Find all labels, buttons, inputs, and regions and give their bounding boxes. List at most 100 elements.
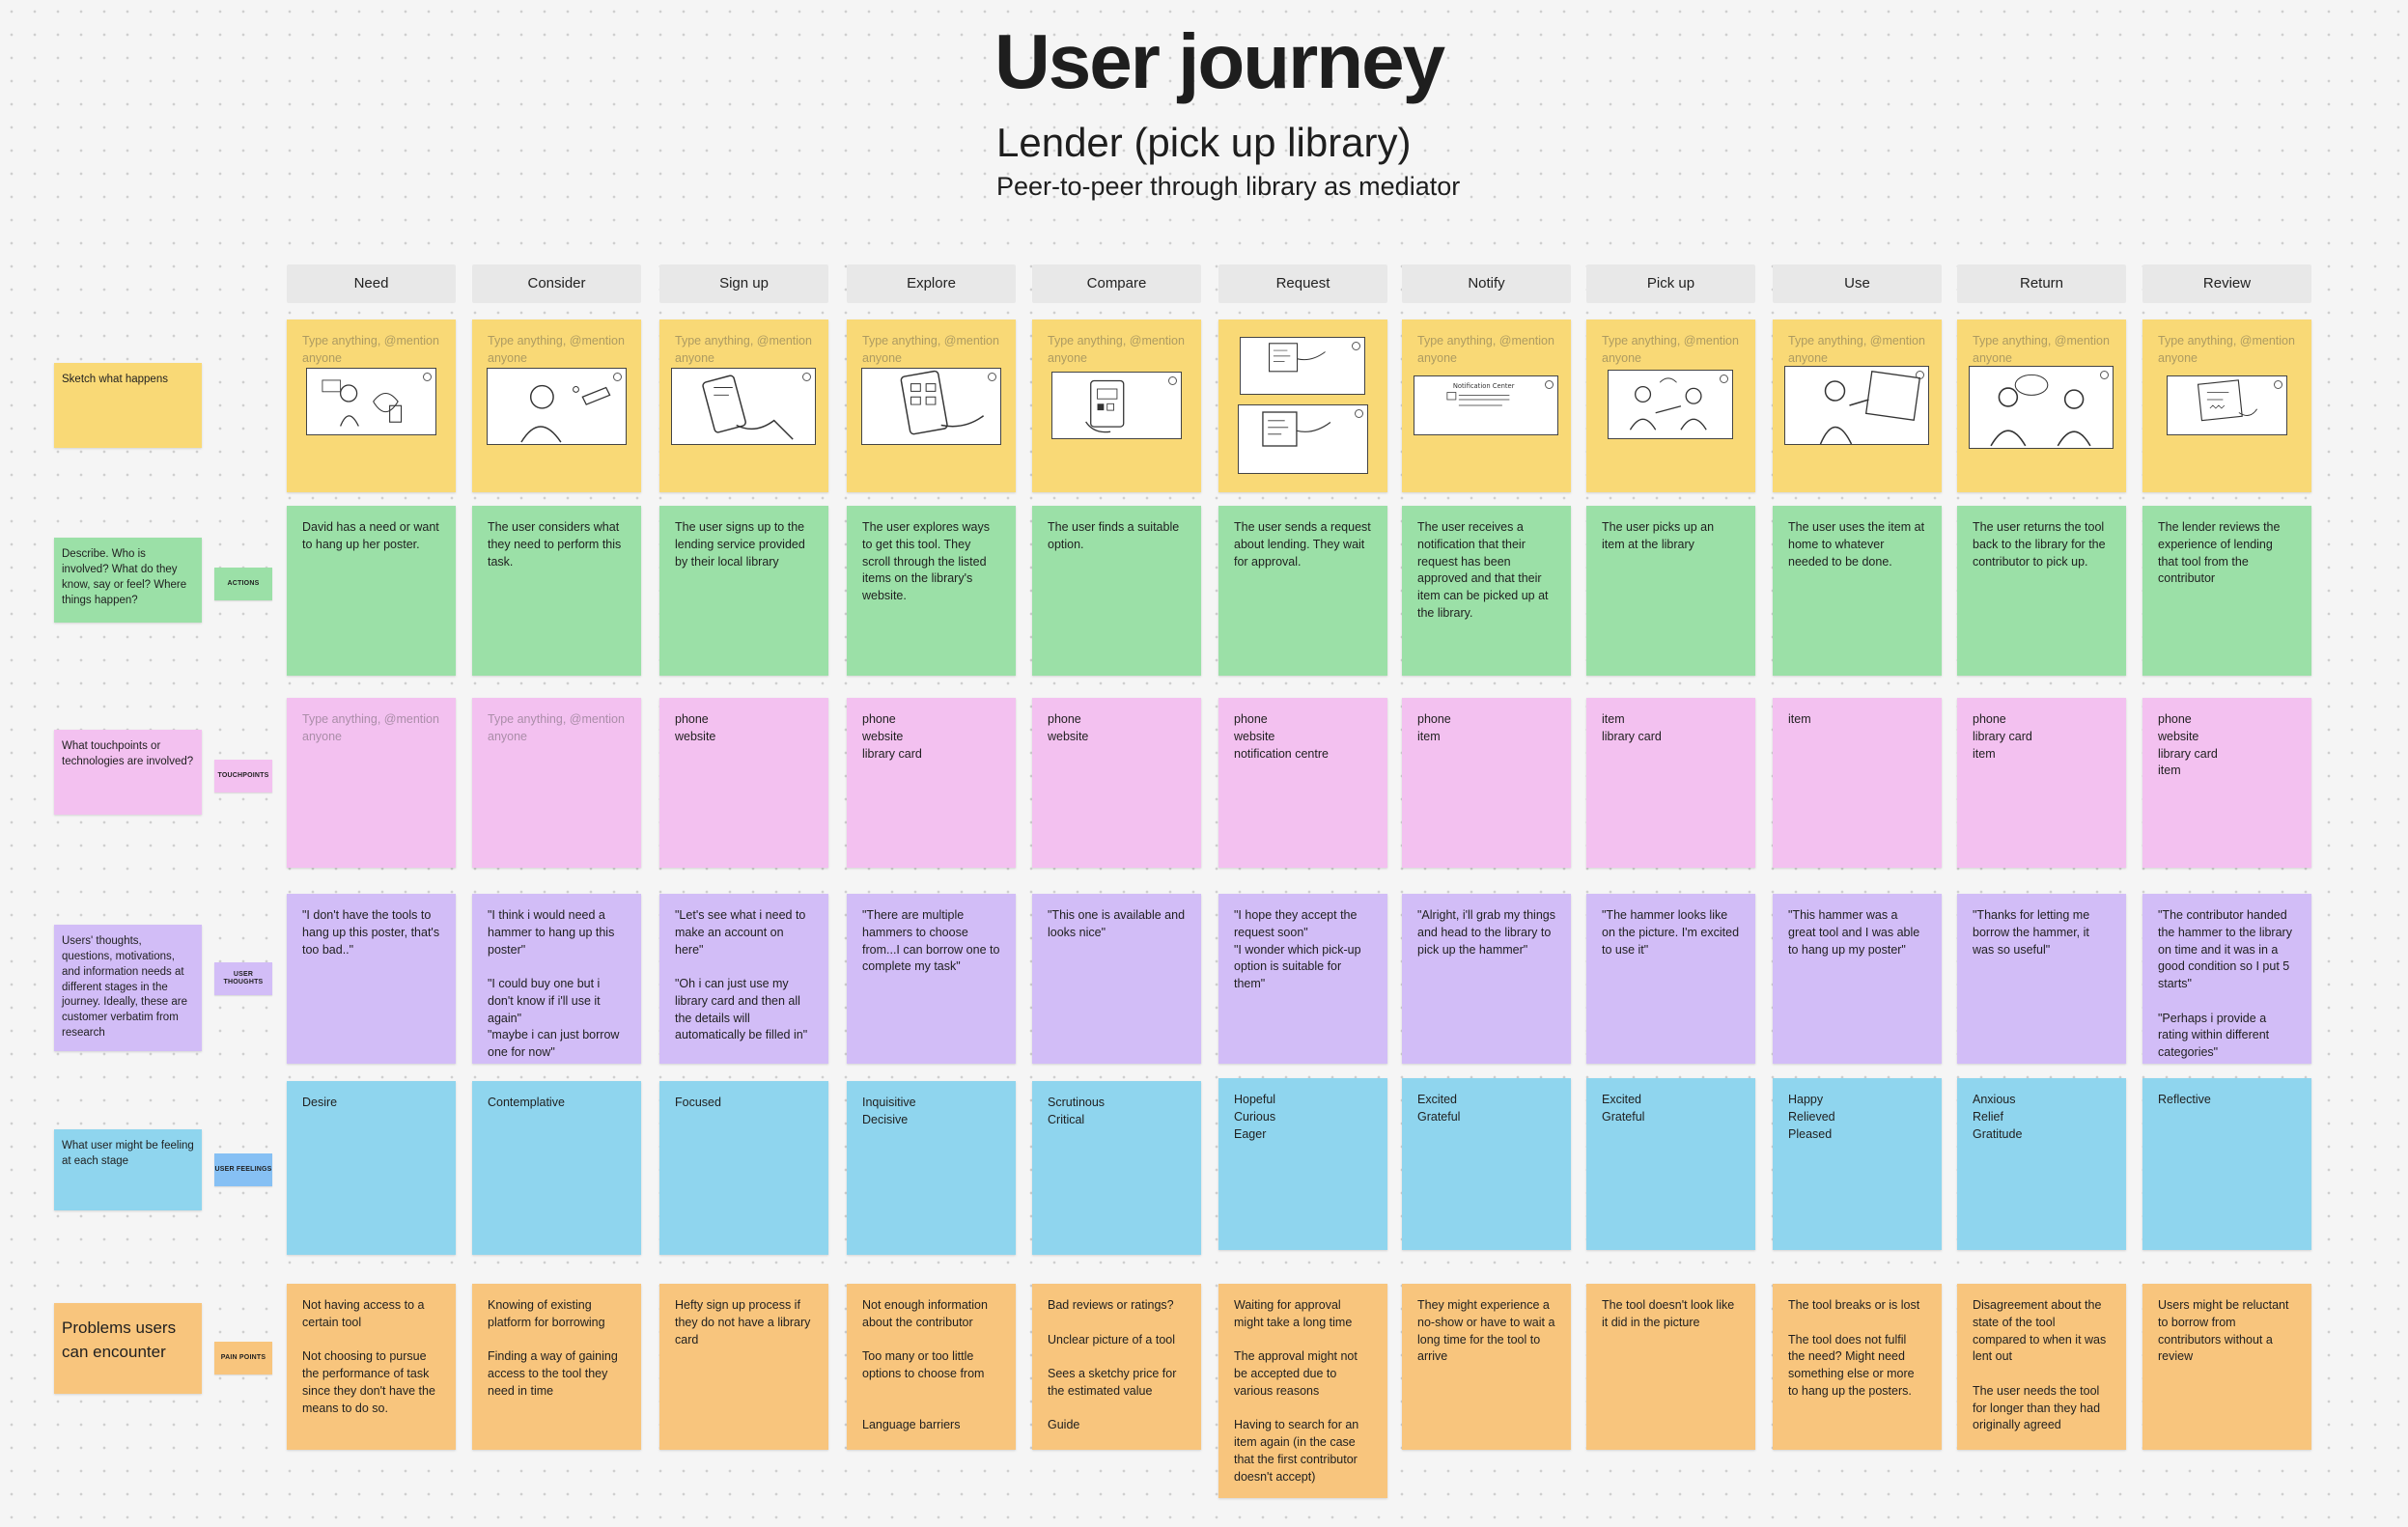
touchpoints-note-use[interactable]: item [1773,698,1942,868]
thoughts-note-compare[interactable]: "This one is available and looks nice" [1032,894,1201,1064]
sketch-note-consider[interactable]: Type anything, @mention anyone [472,319,641,492]
pains-note-explore[interactable]: Not enough information about the contrib… [847,1284,1016,1450]
thoughts-note-use[interactable]: "This hammer was a great tool and I was … [1773,894,1942,1064]
stage-header-need[interactable]: Need [287,264,456,303]
touchpoints-note-compare[interactable]: phone website [1032,698,1201,868]
stage-header-consider[interactable]: Consider [472,264,641,303]
pains-note-use[interactable]: The tool breaks or is lost The tool does… [1773,1284,1942,1450]
pains-note-sign-up[interactable]: Hefty sign up process if they do not hav… [659,1284,828,1450]
row-label-touchpoints[interactable]: What touchpoints or technologies are inv… [54,730,202,815]
actions-note-review[interactable]: The lender reviews the experience of len… [2142,506,2311,676]
pains-note-need[interactable]: Not having access to a certain tool Not … [287,1284,456,1450]
thoughts-note-explore[interactable]: "There are multiple hammers to choose fr… [847,894,1016,1064]
sketch-note-return[interactable]: Type anything, @mention anyone [1957,319,2126,492]
stage-header-return[interactable]: Return [1957,264,2126,303]
add-reaction-icon[interactable] [1720,375,1728,383]
pains-note-return[interactable]: Disagreement about the state of the tool… [1957,1284,2126,1450]
touchpoints-note-notify[interactable]: phone item [1402,698,1571,868]
thoughts-note-return[interactable]: "Thanks for letting me borrow the hammer… [1957,894,2126,1064]
actions-note-request[interactable]: The user sends a request about lending. … [1218,506,1387,676]
sketch-note-sign-up[interactable]: Type anything, @mention anyone [659,319,828,492]
row-label-pains[interactable]: Problems users can encounter [54,1303,202,1394]
row-label-actions[interactable]: Describe. Who is involved? What do they … [54,538,202,623]
feelings-note-compare[interactable]: Scrutinous Critical [1032,1081,1201,1255]
thoughts-note-pick-up[interactable]: "The hammer looks like on the picture. I… [1586,894,1755,1064]
feelings-note-review[interactable]: Reflective [2142,1078,2311,1250]
add-reaction-icon[interactable] [988,373,996,381]
feelings-note-return[interactable]: Anxious Relief Gratitude [1957,1078,2126,1250]
thoughts-note-review[interactable]: "The contributor handed the hammer to th… [2142,894,2311,1064]
row-label-sketch[interactable]: Sketch what happens [54,363,202,448]
pains-note-request[interactable]: Waiting for approval might take a long t… [1218,1284,1387,1498]
stage-header-pick-up[interactable]: Pick up [1586,264,1755,303]
add-reaction-icon[interactable] [1355,409,1363,418]
feelings-note-use[interactable]: Happy Relieved Pleased [1773,1078,1942,1250]
actions-note-return[interactable]: The user returns the tool back to the li… [1957,506,2126,676]
add-reaction-icon[interactable] [1545,380,1554,389]
touchpoints-note-review[interactable]: phone website library card item [2142,698,2311,868]
pains-note-review[interactable]: Users might be reluctant to borrow from … [2142,1284,2311,1450]
row-tag-pains[interactable]: PAIN POINTS [214,1342,272,1374]
feelings-note-need[interactable]: Desire [287,1081,456,1255]
sketch-note-pick-up[interactable]: Type anything, @mention anyone [1586,319,1755,492]
stage-header-notify[interactable]: Notify [1402,264,1571,303]
row-label-thoughts[interactable]: Users' thoughts, questions, motivations,… [54,925,202,1052]
pains-note-consider[interactable]: Knowing of existing platform for borrowi… [472,1284,641,1450]
actions-note-explore[interactable]: The user explores ways to get this tool.… [847,506,1016,676]
thoughts-note-need[interactable]: "I don't have the tools to hang up this … [287,894,456,1064]
feelings-note-explore[interactable]: Inquisitive Decisive [847,1081,1016,1255]
pains-note-compare[interactable]: Bad reviews or ratings? Unclear picture … [1032,1284,1201,1450]
actions-note-sign-up[interactable]: The user signs up to the lending service… [659,506,828,676]
sketch-note-need[interactable]: Type anything, @mention anyone [287,319,456,492]
sketch-note-request[interactable] [1218,319,1387,492]
stage-header-use[interactable]: Use [1773,264,1942,303]
sketch-note-compare[interactable]: Type anything, @mention anyone [1032,319,1201,492]
sketch-note-explore[interactable]: Type anything, @mention anyone [847,319,1016,492]
pains-note-notify[interactable]: They might experience a no-show or have … [1402,1284,1571,1450]
add-reaction-icon[interactable] [423,373,432,381]
stage-header-sign-up[interactable]: Sign up [659,264,828,303]
touchpoints-note-request[interactable]: phone website notification centre [1218,698,1387,868]
add-reaction-icon[interactable] [1168,376,1177,385]
thoughts-note-request[interactable]: "I hope they accept the request soon" "I… [1218,894,1387,1064]
stage-header-compare[interactable]: Compare [1032,264,1201,303]
add-reaction-icon[interactable] [2274,380,2282,389]
actions-note-use[interactable]: The user uses the item at home to whatev… [1773,506,1942,676]
touchpoints-note-sign-up[interactable]: phone website [659,698,828,868]
add-reaction-icon[interactable] [1916,371,1924,379]
stage-header-review[interactable]: Review [2142,264,2311,303]
actions-note-compare[interactable]: The user finds a suitable option. [1032,506,1201,676]
feelings-note-consider[interactable]: Contemplative [472,1081,641,1255]
sketch-note-use[interactable]: Type anything, @mention anyone [1773,319,1942,492]
add-reaction-icon[interactable] [1352,342,1360,350]
thoughts-note-sign-up[interactable]: "Let's see what i need to make an accoun… [659,894,828,1064]
actions-note-notify[interactable]: The user receives a notification that th… [1402,506,1571,676]
thoughts-note-notify[interactable]: "Alright, i'll grab my things and head t… [1402,894,1571,1064]
row-tag-thoughts[interactable]: USER THOUGHTS [214,962,272,995]
thoughts-note-consider[interactable]: "I think i would need a hammer to hang u… [472,894,641,1064]
stage-header-explore[interactable]: Explore [847,264,1016,303]
row-label-feelings[interactable]: What user might be feeling at each stage [54,1129,202,1210]
touchpoints-note-explore[interactable]: phone website library card [847,698,1016,868]
row-tag-actions[interactable]: ACTIONS [214,568,272,600]
touchpoints-note-consider[interactable]: Type anything, @mention anyone [472,698,641,868]
add-reaction-icon[interactable] [2100,371,2109,379]
actions-note-consider[interactable]: The user considers what they need to per… [472,506,641,676]
pains-note-pick-up[interactable]: The tool doesn't look like it did in the… [1586,1284,1755,1450]
add-reaction-icon[interactable] [613,373,622,381]
touchpoints-note-need[interactable]: Type anything, @mention anyone [287,698,456,868]
feelings-note-request[interactable]: Hopeful Curious Eager [1218,1078,1387,1250]
touchpoints-note-return[interactable]: phone library card item [1957,698,2126,868]
row-tag-touchpoints[interactable]: TOUCHPOINTS [214,760,272,792]
stage-header-request[interactable]: Request [1218,264,1387,303]
add-reaction-icon[interactable] [802,373,811,381]
actions-note-pick-up[interactable]: The user picks up an item at the library [1586,506,1755,676]
touchpoints-note-pick-up[interactable]: item library card [1586,698,1755,868]
feelings-note-pick-up[interactable]: Excited Grateful [1586,1078,1755,1250]
feelings-note-notify[interactable]: Excited Grateful [1402,1078,1571,1250]
sketch-note-review[interactable]: Type anything, @mention anyone [2142,319,2311,492]
row-tag-feelings[interactable]: USER FEELINGS [214,1153,272,1186]
actions-note-need[interactable]: David has a need or want to hang up her … [287,506,456,676]
feelings-note-sign-up[interactable]: Focused [659,1081,828,1255]
